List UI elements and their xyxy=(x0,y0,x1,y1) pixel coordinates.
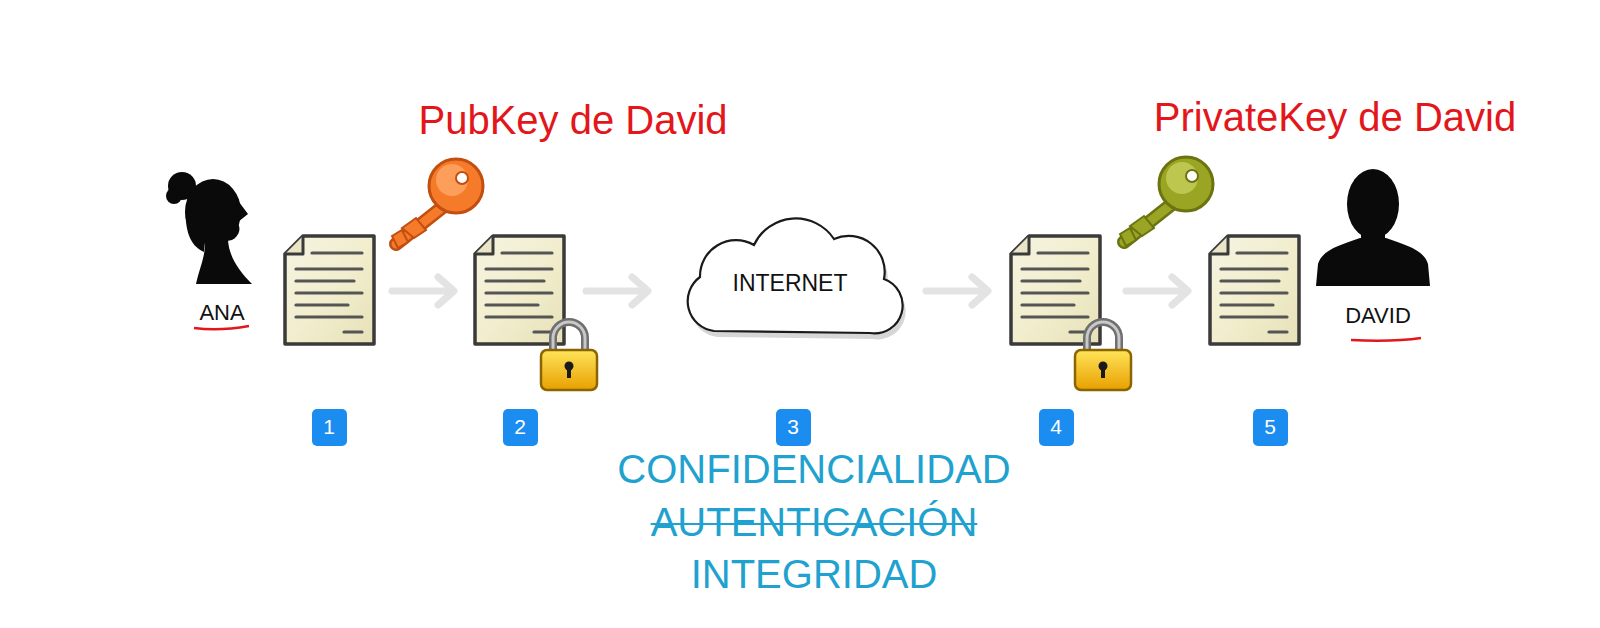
private-key xyxy=(1120,157,1213,246)
public-key xyxy=(436,164,468,196)
callout-number: 2 xyxy=(503,409,538,446)
document xyxy=(1210,236,1299,344)
property-label: AUTENTICACIÓN xyxy=(651,500,978,544)
private-key xyxy=(1166,162,1198,194)
cloud-outline xyxy=(688,218,903,333)
person-name: DAVID xyxy=(1345,303,1411,328)
ana-silhouette xyxy=(166,172,252,284)
padlock xyxy=(541,322,597,390)
key-label: PubKey de David xyxy=(418,98,727,142)
person-name: ANA xyxy=(199,301,244,325)
property-label: CONFIDENCIALIDAD xyxy=(617,447,1010,491)
callout-number: 5 xyxy=(1264,415,1276,438)
node-label: INTERNET xyxy=(733,271,848,296)
private-key xyxy=(1186,170,1198,182)
underline xyxy=(194,326,249,329)
callout-number: 4 xyxy=(1039,409,1074,446)
property-label: AUTENTICACIÓN xyxy=(651,500,978,544)
private-key xyxy=(1120,228,1136,246)
callout-number: 5 xyxy=(1253,409,1288,446)
ana-silhouette xyxy=(222,222,239,242)
key-label: PrivateKey de David xyxy=(1154,95,1516,139)
private-key xyxy=(1159,157,1213,211)
callout-number: 2 xyxy=(514,415,526,438)
flow-arrow xyxy=(586,277,648,305)
david-silhouette xyxy=(1316,238,1430,286)
cloud-node: INTERNET xyxy=(670,207,910,357)
callout-number: 4 xyxy=(1050,415,1062,438)
document xyxy=(475,236,564,344)
property-label: CONFIDENCIALIDAD xyxy=(617,447,1010,491)
key-label: PubKey de David xyxy=(418,98,727,142)
public-key xyxy=(456,172,468,184)
david-silhouette xyxy=(1316,169,1430,286)
property-label: INTEGRIDAD xyxy=(691,552,938,596)
flow-arrow xyxy=(1126,277,1188,305)
callout-number: 1 xyxy=(312,409,347,446)
document xyxy=(285,236,374,344)
key-label: PrivateKey de David xyxy=(1154,95,1516,139)
ana-silhouette xyxy=(166,188,182,204)
padlock xyxy=(1075,322,1131,390)
public-key xyxy=(392,230,408,248)
callout-number: 3 xyxy=(776,409,811,446)
flow-arrow xyxy=(392,277,454,305)
person-name: DAVID xyxy=(1345,304,1411,328)
public-key xyxy=(429,159,483,213)
property-label: INTEGRIDAD xyxy=(691,552,938,596)
callout-number: 3 xyxy=(787,415,799,438)
ana-silhouette xyxy=(236,198,248,222)
callout-number: 1 xyxy=(323,415,335,438)
ana-silhouette xyxy=(186,204,206,252)
person-name: ANA xyxy=(199,300,244,325)
public-key xyxy=(392,159,483,248)
underline xyxy=(1351,338,1421,341)
flow-arrow xyxy=(926,277,988,305)
